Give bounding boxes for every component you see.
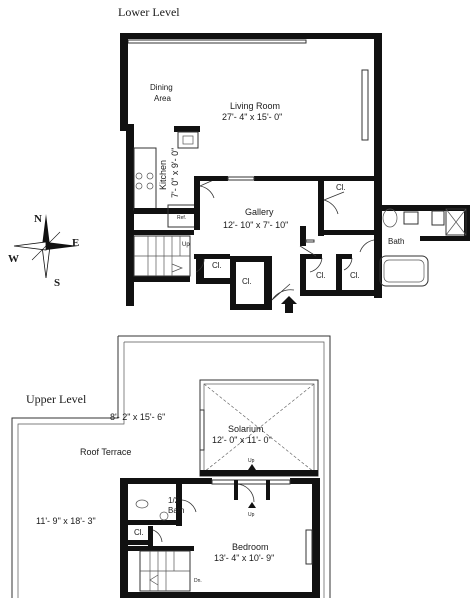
wall [120, 33, 128, 131]
half-bath-label-2: Bath [168, 506, 184, 515]
ref-label: Ref. [177, 215, 186, 221]
upper-level-title: Upper Level [26, 392, 87, 406]
wall [300, 176, 380, 181]
wall [194, 176, 200, 230]
wall [230, 304, 272, 310]
wall [128, 546, 194, 551]
wall [264, 256, 272, 310]
upper-level: Upper Level [11, 335, 331, 598]
wall [312, 478, 320, 598]
wall [374, 33, 382, 183]
wall [374, 176, 382, 298]
compass-rose: N S E W [8, 213, 79, 289]
wall [374, 205, 470, 211]
wall [174, 126, 200, 132]
roof-terrace-label: Roof Terrace [80, 447, 131, 457]
entry-arrow-icon [281, 296, 297, 313]
stairs [133, 235, 191, 277]
compass-s: S [54, 277, 60, 289]
wall [194, 254, 230, 259]
wall [196, 278, 230, 284]
living-room-label: Living Room [230, 101, 280, 111]
closet-label-stair: Cl. [212, 261, 222, 270]
wall [200, 470, 318, 476]
wall [120, 478, 128, 598]
wall [290, 478, 320, 484]
wall [120, 478, 212, 484]
closet-label-entry-2: Cl. [350, 271, 360, 280]
gallery-dims: 12'- 10" x 7'- 10" [223, 220, 288, 230]
wall [464, 205, 470, 241]
compass-icon [13, 214, 78, 279]
wall [128, 540, 148, 545]
wall [342, 254, 352, 259]
bath-label: Bath [388, 237, 404, 246]
half-bath-label-1: 1/2 [168, 496, 180, 505]
dining-label-1: Dining [150, 83, 173, 92]
wall [126, 276, 190, 282]
wall [336, 254, 342, 296]
wall [300, 254, 306, 296]
closet-label-upper: Cl. [134, 528, 144, 537]
bedroom-label: Bedroom [232, 542, 269, 552]
up-arrow-icon [248, 502, 256, 508]
closet-label-gallery: Cl. [336, 183, 346, 192]
up-arrow-icon [248, 464, 256, 470]
terrace-outline [118, 335, 331, 598]
lower-level: Lower Level Ref. [118, 5, 470, 313]
wall [134, 208, 194, 214]
dn-label: Dn. [194, 578, 202, 584]
up-label: Up [182, 242, 190, 248]
wall [420, 236, 470, 241]
wall [120, 592, 320, 598]
wall [128, 520, 180, 525]
compass-w: W [8, 253, 19, 265]
compass-n: N [34, 213, 42, 225]
dining-label-2: Area [154, 94, 171, 103]
wall [176, 484, 182, 526]
kitchen-dims: 7'- 0" x 9'- 0" [170, 148, 180, 198]
up-label-solarium: Up [248, 458, 255, 464]
wall [318, 176, 324, 236]
solarium-label: Solarium [228, 424, 264, 434]
wall [126, 124, 134, 306]
compass-e: E [72, 237, 79, 249]
wall [230, 256, 236, 308]
gallery-label: Gallery [245, 207, 274, 217]
living-room-dims: 27'- 4" x 15'- 0" [222, 112, 282, 122]
stairs [139, 550, 191, 592]
wall [318, 230, 380, 235]
closet-label-entry-1: Cl. [316, 271, 326, 280]
wall [300, 226, 306, 246]
closet-label-entry-3: Cl. [242, 277, 252, 286]
wall [300, 254, 322, 259]
terrace-dims-b: 11'- 9" x 18'- 3" [36, 516, 96, 526]
lower-level-title: Lower Level [118, 5, 180, 19]
wall [134, 230, 194, 235]
wall [200, 176, 228, 181]
terrace-dims-a: 8'- 2" x 15'- 6" [110, 412, 165, 422]
bedroom-dims: 13'- 4" x 10'- 9" [214, 553, 274, 563]
solarium-dims: 12'- 0" x 11'- 0" [212, 435, 272, 445]
wall [230, 256, 270, 262]
wall [120, 33, 380, 39]
wall [254, 176, 300, 181]
up-label-bedroom: Up [248, 512, 255, 518]
wall [148, 526, 153, 546]
kitchen-label: Kitchen [158, 160, 168, 190]
